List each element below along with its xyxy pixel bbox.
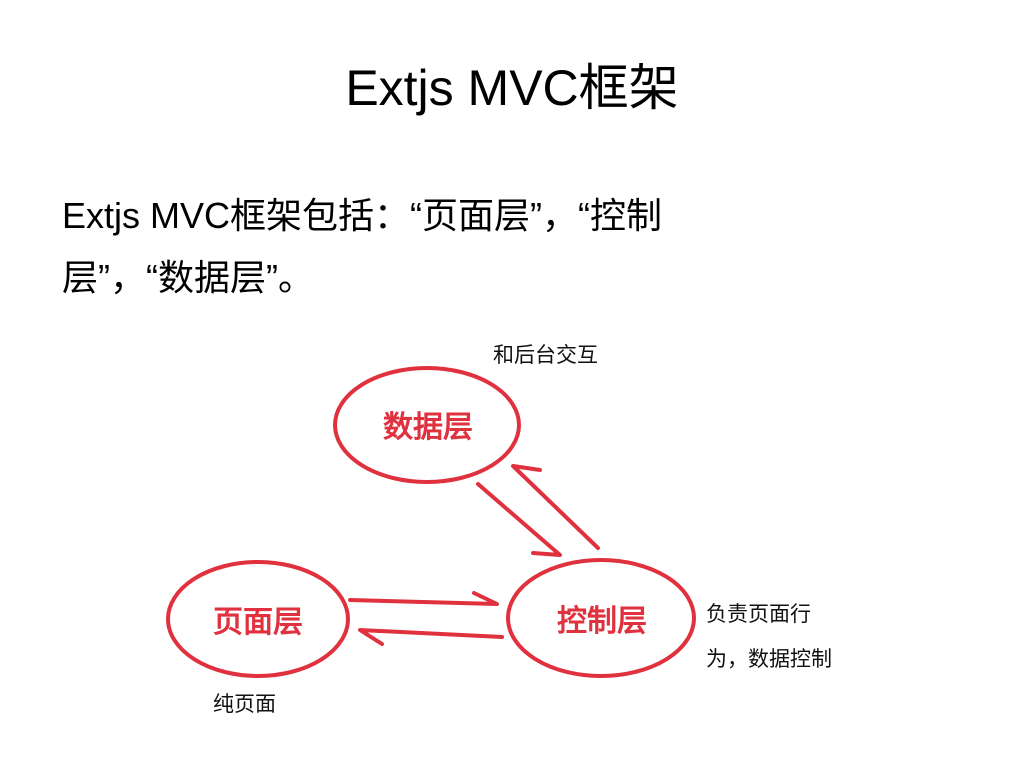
control-layer-note-line-1: 负责页面行 (706, 602, 811, 626)
page-layer-ellipse (166, 560, 350, 678)
data-layer-note: 和后台交互 (493, 343, 598, 367)
slide-title: Extjs MVC框架 (345, 60, 679, 116)
data-layer-ellipse (333, 366, 521, 484)
data-layer-label: 数据层 (383, 410, 473, 445)
body-line-2: 层”，“数据层”。 (62, 257, 314, 298)
page-layer-note: 纯页面 (213, 692, 276, 716)
body-line-1: Extjs MVC框架包括：“页面层”，“控制 (62, 195, 662, 236)
control-layer-ellipse (506, 558, 696, 678)
page-layer-label: 页面层 (213, 605, 303, 640)
arrow-control-to-data (511, 464, 600, 550)
control-layer-label: 控制层 (557, 604, 647, 639)
arrow-control-to-page (358, 628, 504, 646)
slide-body: Extjs MVC框架包括：“页面层”，“控制 层”，“数据层”。 (62, 185, 922, 309)
control-layer-note-line-2: 为，数据控制 (706, 647, 832, 671)
arrow-page-to-control (348, 591, 499, 606)
arrow-data-to-control (476, 482, 562, 557)
